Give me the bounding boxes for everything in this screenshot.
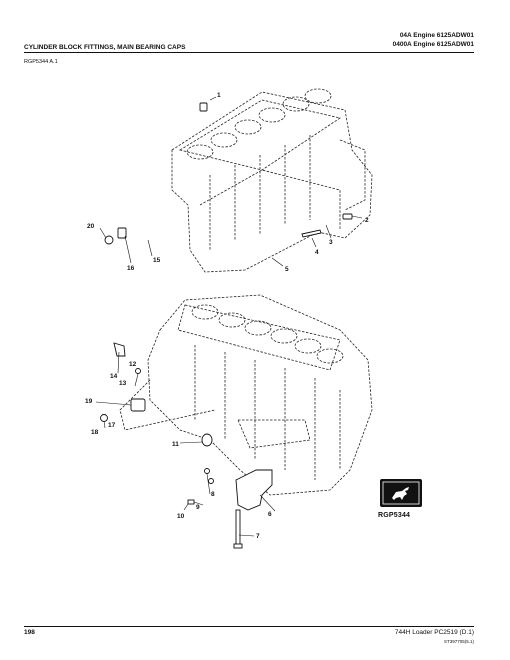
part-16-fitting: [117, 227, 127, 239]
part-12-plug: [135, 368, 141, 374]
lower-block-deck: [177, 304, 341, 371]
lower-bore-3: [244, 320, 272, 336]
part-14-fitting: [113, 342, 126, 357]
callout-9: 9: [196, 504, 200, 511]
lower-bore-1: [191, 304, 219, 320]
page-number: 198: [24, 629, 35, 636]
part-19-sleeve: [130, 398, 146, 412]
part-10-bolt: [187, 499, 195, 505]
part-20-washer: [104, 235, 114, 245]
upper-block-deck: [178, 99, 341, 171]
callout-19: 19: [85, 398, 93, 405]
callout-13: 13: [119, 380, 127, 387]
callout-1: 1: [217, 92, 221, 99]
part-6-main-bearing-cap: [235, 469, 273, 511]
callout-8: 8: [211, 491, 215, 498]
footer-code: ST397705(5.1): [443, 639, 474, 644]
lower-bore-4: [270, 328, 298, 344]
callout-17: 17: [108, 422, 116, 429]
callout-5: 5: [285, 266, 289, 273]
callout-14: 14: [110, 373, 118, 380]
john-deere-logo: [380, 479, 422, 507]
section-title: CYLINDER BLOCK FITTINGS, MAIN BEARING CA…: [24, 44, 186, 51]
upper-block-outline: [171, 91, 373, 273]
callout-11: 11: [172, 441, 179, 448]
part-4-stud: [301, 229, 322, 238]
callout-3: 3: [329, 239, 333, 246]
part-11-seal: [201, 433, 213, 447]
lower-bore-5: [294, 338, 322, 354]
callout-2: 2: [365, 217, 369, 224]
callout-18: 18: [91, 429, 99, 436]
callout-16: 16: [127, 265, 135, 272]
deer-icon: [382, 481, 420, 505]
part-2-plug: [342, 213, 353, 220]
upper-bore-3: [234, 119, 262, 135]
illustration-reference: RGP5344 A.1: [24, 59, 58, 65]
upper-bore-4: [258, 107, 286, 123]
illustration-label: RGP5344: [378, 512, 411, 519]
upper-bore-2: [210, 132, 238, 148]
callout-15: 15: [153, 257, 161, 264]
header-rule: [24, 52, 474, 53]
callout-12: 12: [129, 361, 137, 368]
lower-block-outline: [147, 294, 373, 496]
part-7-cap-screw: [235, 509, 241, 547]
callout-6: 6: [268, 511, 272, 518]
part-17-plug: [100, 414, 108, 422]
header-model-line-1: 04A Engine 6125ADW01: [399, 32, 474, 39]
footer-document-id: 744H Loader PC2519 (D.1): [394, 629, 474, 636]
callout-20: 20: [87, 223, 95, 230]
lower-bore-6: [316, 348, 344, 364]
lower-bore-2: [218, 312, 246, 328]
footer-rule: [24, 626, 474, 627]
upper-bore-1: [186, 144, 214, 160]
callout-7: 7: [256, 533, 260, 540]
callout-4: 4: [315, 249, 319, 256]
upper-bore-5: [282, 96, 310, 112]
part-1-plug: [199, 102, 208, 112]
callout-10: 10: [177, 513, 185, 520]
upper-block-skirt: [199, 169, 341, 230]
part-8-washer: [204, 468, 210, 474]
header-model-line-2: 0400A Engine 6125ADW01: [392, 41, 474, 48]
upper-bore-6: [304, 88, 332, 104]
